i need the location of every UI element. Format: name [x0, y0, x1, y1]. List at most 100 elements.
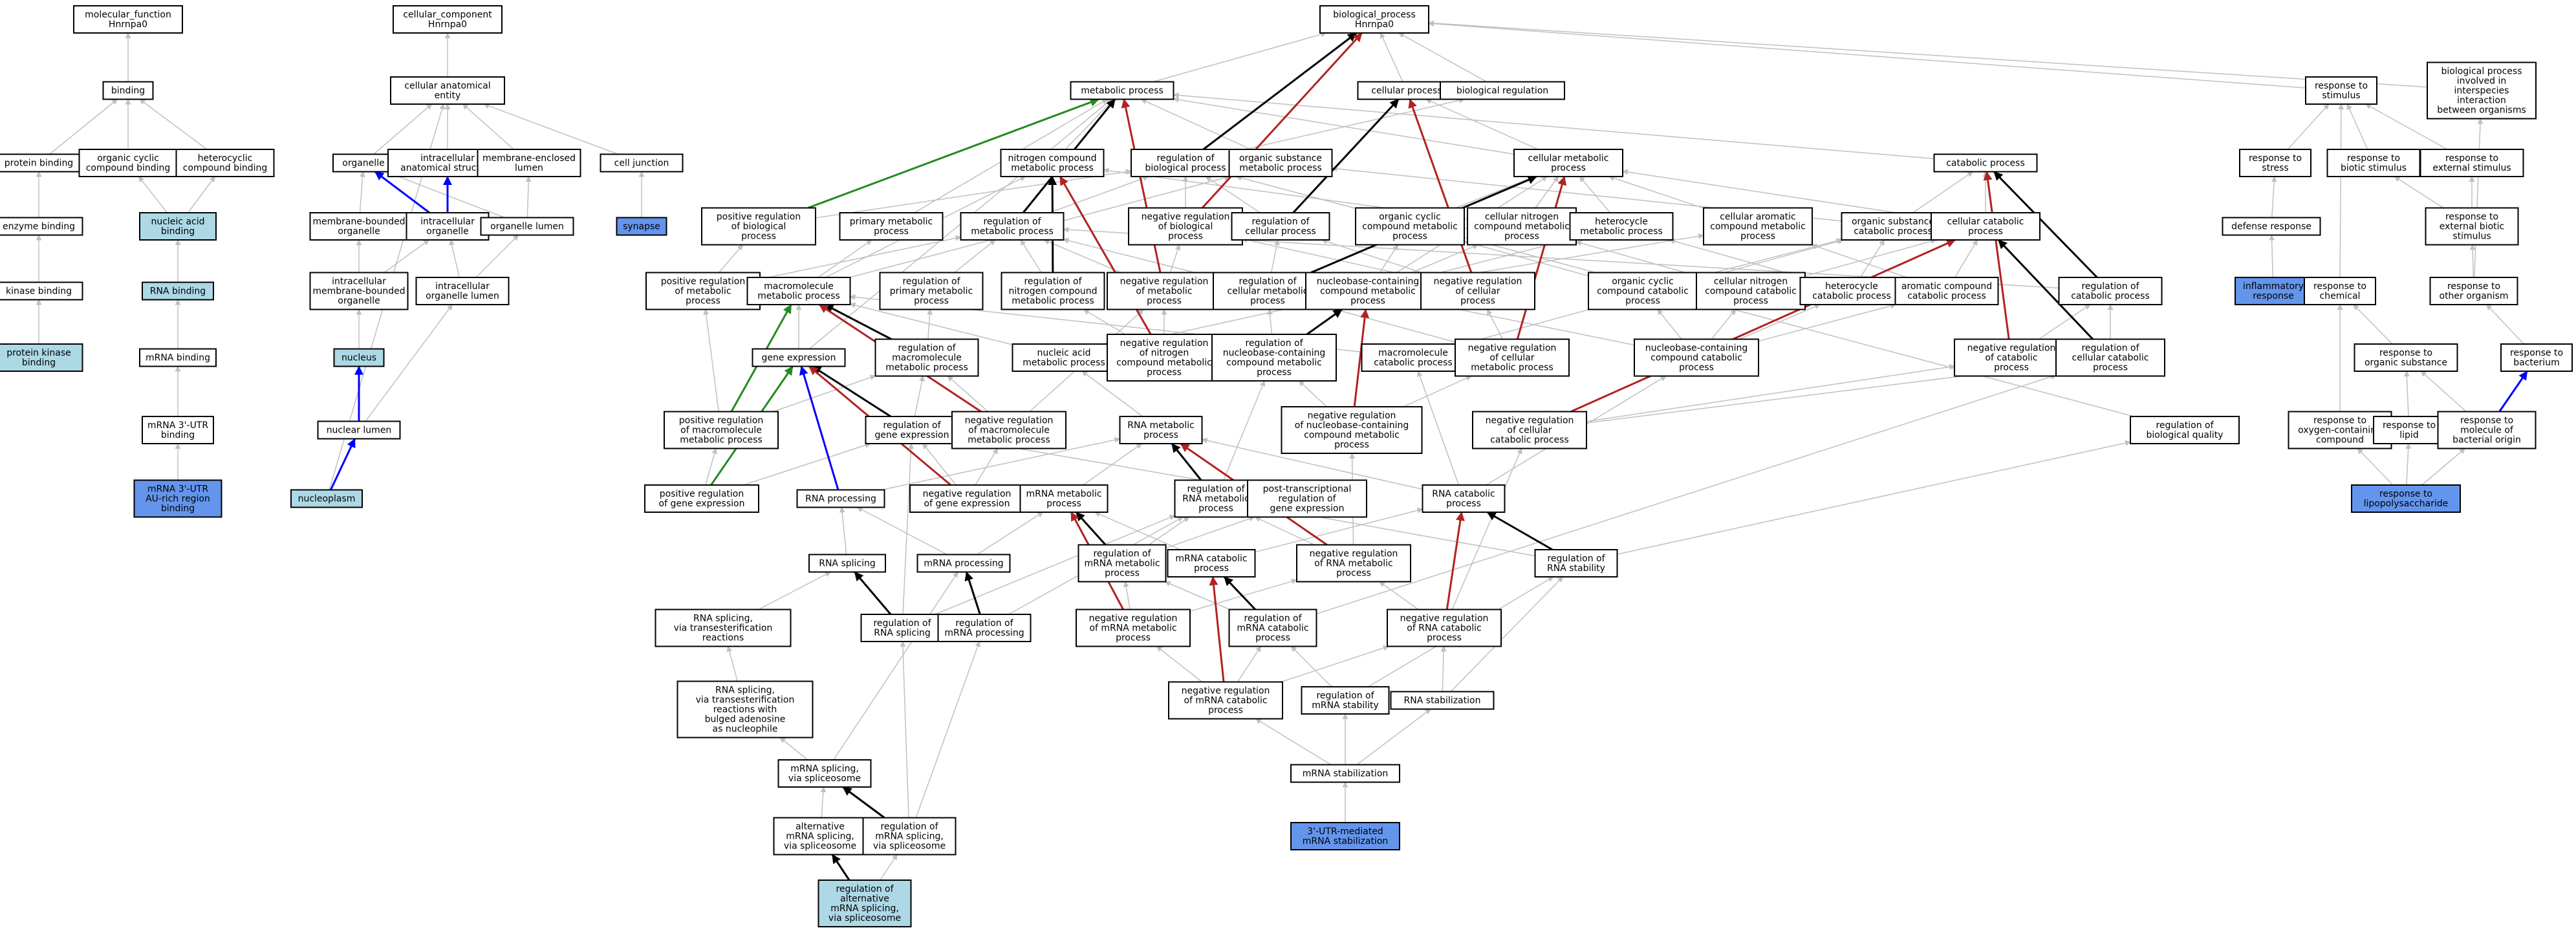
- edge-posregmacro-to-regmacromet: [773, 374, 876, 413]
- go-term-box: [879, 272, 984, 310]
- go-term-box: [73, 5, 183, 34]
- edge-catab-to-metproc: [1173, 92, 1934, 160]
- edge-rnasplice-to-rnaproc: [839, 506, 847, 555]
- go-term-box: [2055, 338, 2165, 377]
- go-term-box: [317, 420, 401, 440]
- edge-macromet-to-primmet: [817, 239, 872, 278]
- go-term-label: RNA splicing: [819, 559, 876, 569]
- edge-regrnasplice-to-rnasplice: [854, 571, 892, 615]
- edge-negregcp-to-negregbp: [1242, 237, 1422, 279]
- edge-regmrnasplice-to-regmrnaproc: [915, 641, 980, 818]
- go-term-box: [2222, 217, 2321, 236]
- go-term-label: enzyme binding: [3, 222, 75, 232]
- edge-negregcellcat-to-negregcat: [1586, 363, 1955, 422]
- go-term-box: [480, 217, 574, 236]
- edge-negregcellmet-to-cellmet: [1516, 176, 1567, 340]
- go-term-box: [142, 281, 214, 301]
- go-term-box: [1841, 212, 1945, 241]
- edge-resp_chem-to-resp_stim: [2338, 103, 2344, 278]
- edge-regmrnaproc-to-mrnaproc: [964, 571, 981, 615]
- go-term-box: [1107, 272, 1222, 310]
- edge-regncmp-to-regmet: [1020, 239, 1042, 273]
- edge-regprimmet-to-regmet: [954, 239, 996, 274]
- edge-negregmrnacat-to-mrnacat: [1209, 576, 1225, 682]
- edge-nuclumen-to-intralumen: [365, 304, 453, 422]
- edge-regmrnacat-to-regcellcat: [1316, 374, 2057, 614]
- go-term-box: [1696, 272, 1806, 310]
- edge-rnasplicetrans-to-rnasplice: [758, 571, 831, 610]
- edge-regrnastab-to-regbioqual: [1617, 440, 2131, 555]
- go-term-nucleoplasm: nucleoplasm: [290, 489, 363, 508]
- edge-nbccp-to-occp: [1657, 308, 1682, 340]
- edge-regrnasplice-to-reggeneexp: [902, 443, 915, 615]
- go-term-box: [133, 479, 222, 518]
- go-term-label: nucleoplasm: [298, 494, 356, 504]
- go-term-box: [1290, 764, 1400, 783]
- go-term-box: [1228, 149, 1333, 177]
- edge-regcellmet-to-regmet: [1063, 237, 1214, 278]
- edge-hetcat-to-oscp: [1859, 239, 1885, 278]
- edge-negregcellmet-to-regcellmet: [1321, 304, 1456, 343]
- go-term-box: [1894, 277, 1999, 305]
- edge-nbcmp-to-cncmp: [1411, 244, 1479, 274]
- edge-mrnasplice-to-mrnaproc: [833, 571, 958, 761]
- go-term-box: [1703, 207, 1813, 246]
- go-term-box: [2304, 277, 2376, 305]
- go-term-rnaproc: RNA processing: [796, 489, 885, 508]
- edge-rnamet-to-nucacidmet: [1081, 371, 1143, 417]
- edge-negregrnacat-to-rnacat: [1445, 512, 1465, 610]
- edge-regrnamet-to-rnamet: [1171, 443, 1202, 481]
- go-term-label: mRNA processing: [924, 559, 1003, 569]
- edge-mrnasplice-to-rnasplicebulged: [779, 737, 808, 761]
- go-term-box: [139, 348, 217, 367]
- edge-regmacromet-to-macromet: [824, 303, 892, 340]
- edge-interspec-to-bp: [1428, 20, 2428, 88]
- go-term-box: [1390, 691, 1495, 710]
- edge-negregbp-to-bp: [1201, 32, 1363, 209]
- go-term-box: [808, 554, 886, 573]
- edge-negregmet-to-negregbp: [1169, 244, 1181, 273]
- edge-osmp-to-metproc: [1140, 98, 1251, 150]
- go-term-box: [2058, 277, 2163, 305]
- edge-negregcellmet-to-negregcp: [1486, 308, 1504, 340]
- edge-negregncmp-to-ncmp: [1059, 176, 1152, 335]
- edge-posregbp-to-metproc: [807, 98, 1099, 209]
- go-term-box: [2354, 343, 2458, 372]
- go-term-box: [701, 207, 816, 246]
